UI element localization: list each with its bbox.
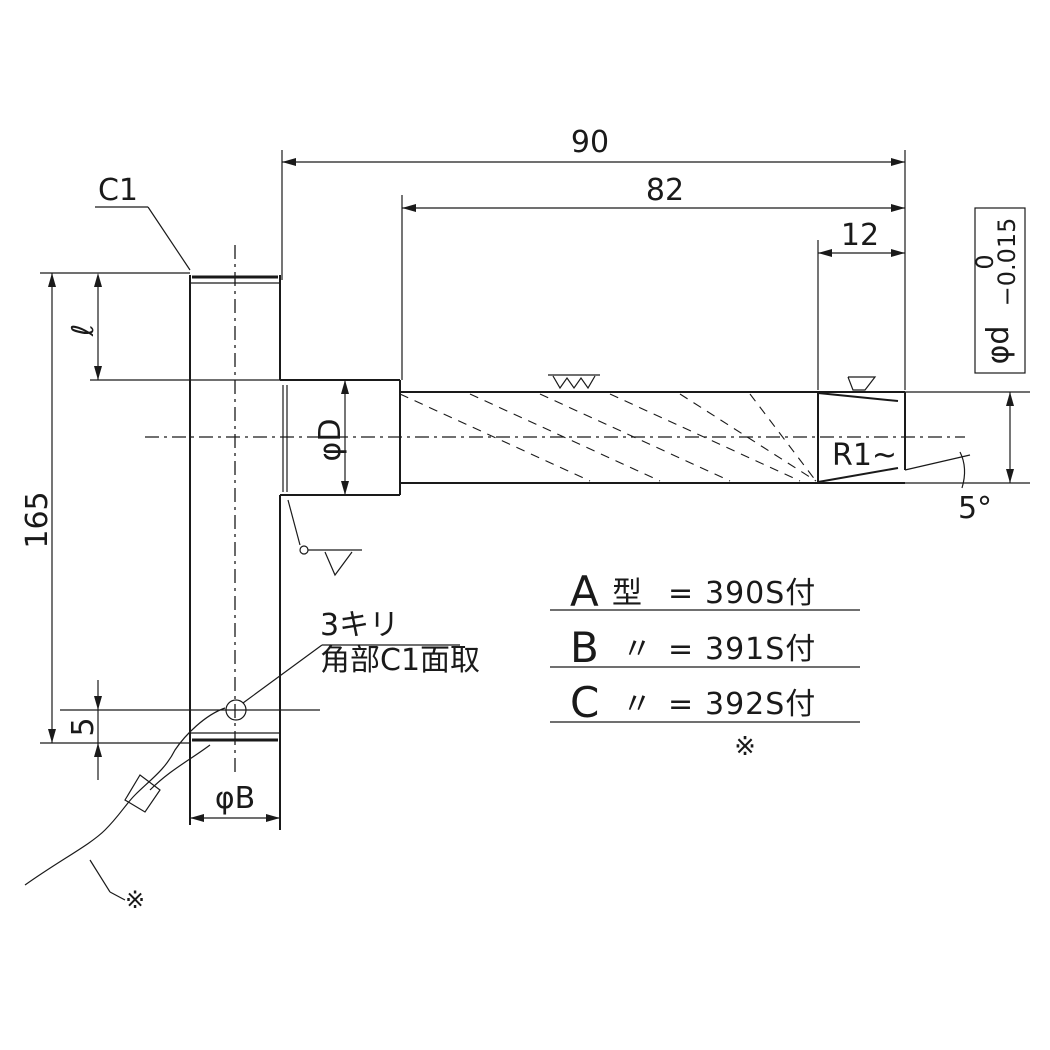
table-row-b-value: 391S付 (705, 632, 816, 667)
table-row-a-letter: A (570, 567, 599, 616)
dim-upper-offset: ℓ (66, 324, 101, 337)
dim-chamfer: C1 (98, 173, 138, 208)
table-row-a-type: 型 (612, 576, 643, 611)
table-row-a-value: 390S付 (705, 576, 816, 611)
surface-finish-symbol-tip (847, 376, 877, 391)
dimension-phi-b (190, 814, 280, 822)
table-row-b-letter: B (570, 623, 599, 672)
dim-base-dia: φB (215, 781, 255, 816)
horizontal-shaft (145, 379, 965, 496)
dim-tip-dia: φd (981, 326, 1016, 365)
wire-tag (24, 707, 226, 901)
table-row-c-eq: = (668, 687, 694, 722)
dim-shaft-dia: φD (313, 419, 348, 462)
table-row-c-value: 392S付 (705, 687, 816, 722)
table-row-b-type: 〃 (622, 632, 653, 667)
surface-finish-symbol (548, 374, 600, 390)
hatch-line (399, 393, 591, 482)
dim-total-length: 90 (571, 125, 609, 160)
hatch-line (469, 393, 661, 482)
hatch-line (539, 393, 731, 482)
dim-radius: R1~ (832, 438, 897, 473)
hatch-line (749, 393, 817, 482)
chamfer-leader (95, 206, 191, 271)
hatch-line (609, 393, 801, 482)
type-table (550, 609, 860, 723)
dimension-phi-d (341, 380, 349, 495)
dim-shaft-length: 82 (646, 173, 684, 208)
section-hatching (399, 393, 817, 482)
dim-angle: 5° (958, 491, 992, 526)
dim-hole-offset: 5 (66, 717, 101, 736)
dimension-phi-d-tip (905, 207, 1030, 484)
dimension-90 (281, 150, 906, 390)
tolerance-upper: 0 (971, 254, 999, 269)
knurl-mark (282, 385, 288, 492)
hole-note-leader (242, 644, 460, 704)
table-row-c-letter: C (570, 678, 599, 727)
dimension-12 (817, 240, 905, 390)
vertical-bar (189, 245, 281, 830)
surface-finish-symbol-bar (287, 499, 362, 577)
hole-mark (225, 699, 247, 721)
dim-height: 165 (20, 491, 55, 548)
hatch-line (679, 393, 817, 482)
dimension-82 (401, 195, 905, 380)
dimension-5 (60, 680, 320, 780)
dimension-165 (40, 272, 190, 744)
angle-mark (904, 451, 971, 489)
table-row-b-eq: = (668, 632, 694, 667)
hole-note-line1: 3キリ (320, 608, 399, 643)
table-footnote: ※ (734, 732, 756, 762)
table-row-a-eq: = (668, 576, 694, 611)
dimension-l (90, 273, 280, 381)
wire-mark: ※ (125, 886, 145, 914)
table-row-c-type: 〃 (622, 687, 653, 722)
tolerance-lower: −0.015 (993, 218, 1021, 307)
hole-note-line2: 角部C1面取 (320, 643, 480, 678)
dim-taper-length: 12 (841, 218, 879, 253)
